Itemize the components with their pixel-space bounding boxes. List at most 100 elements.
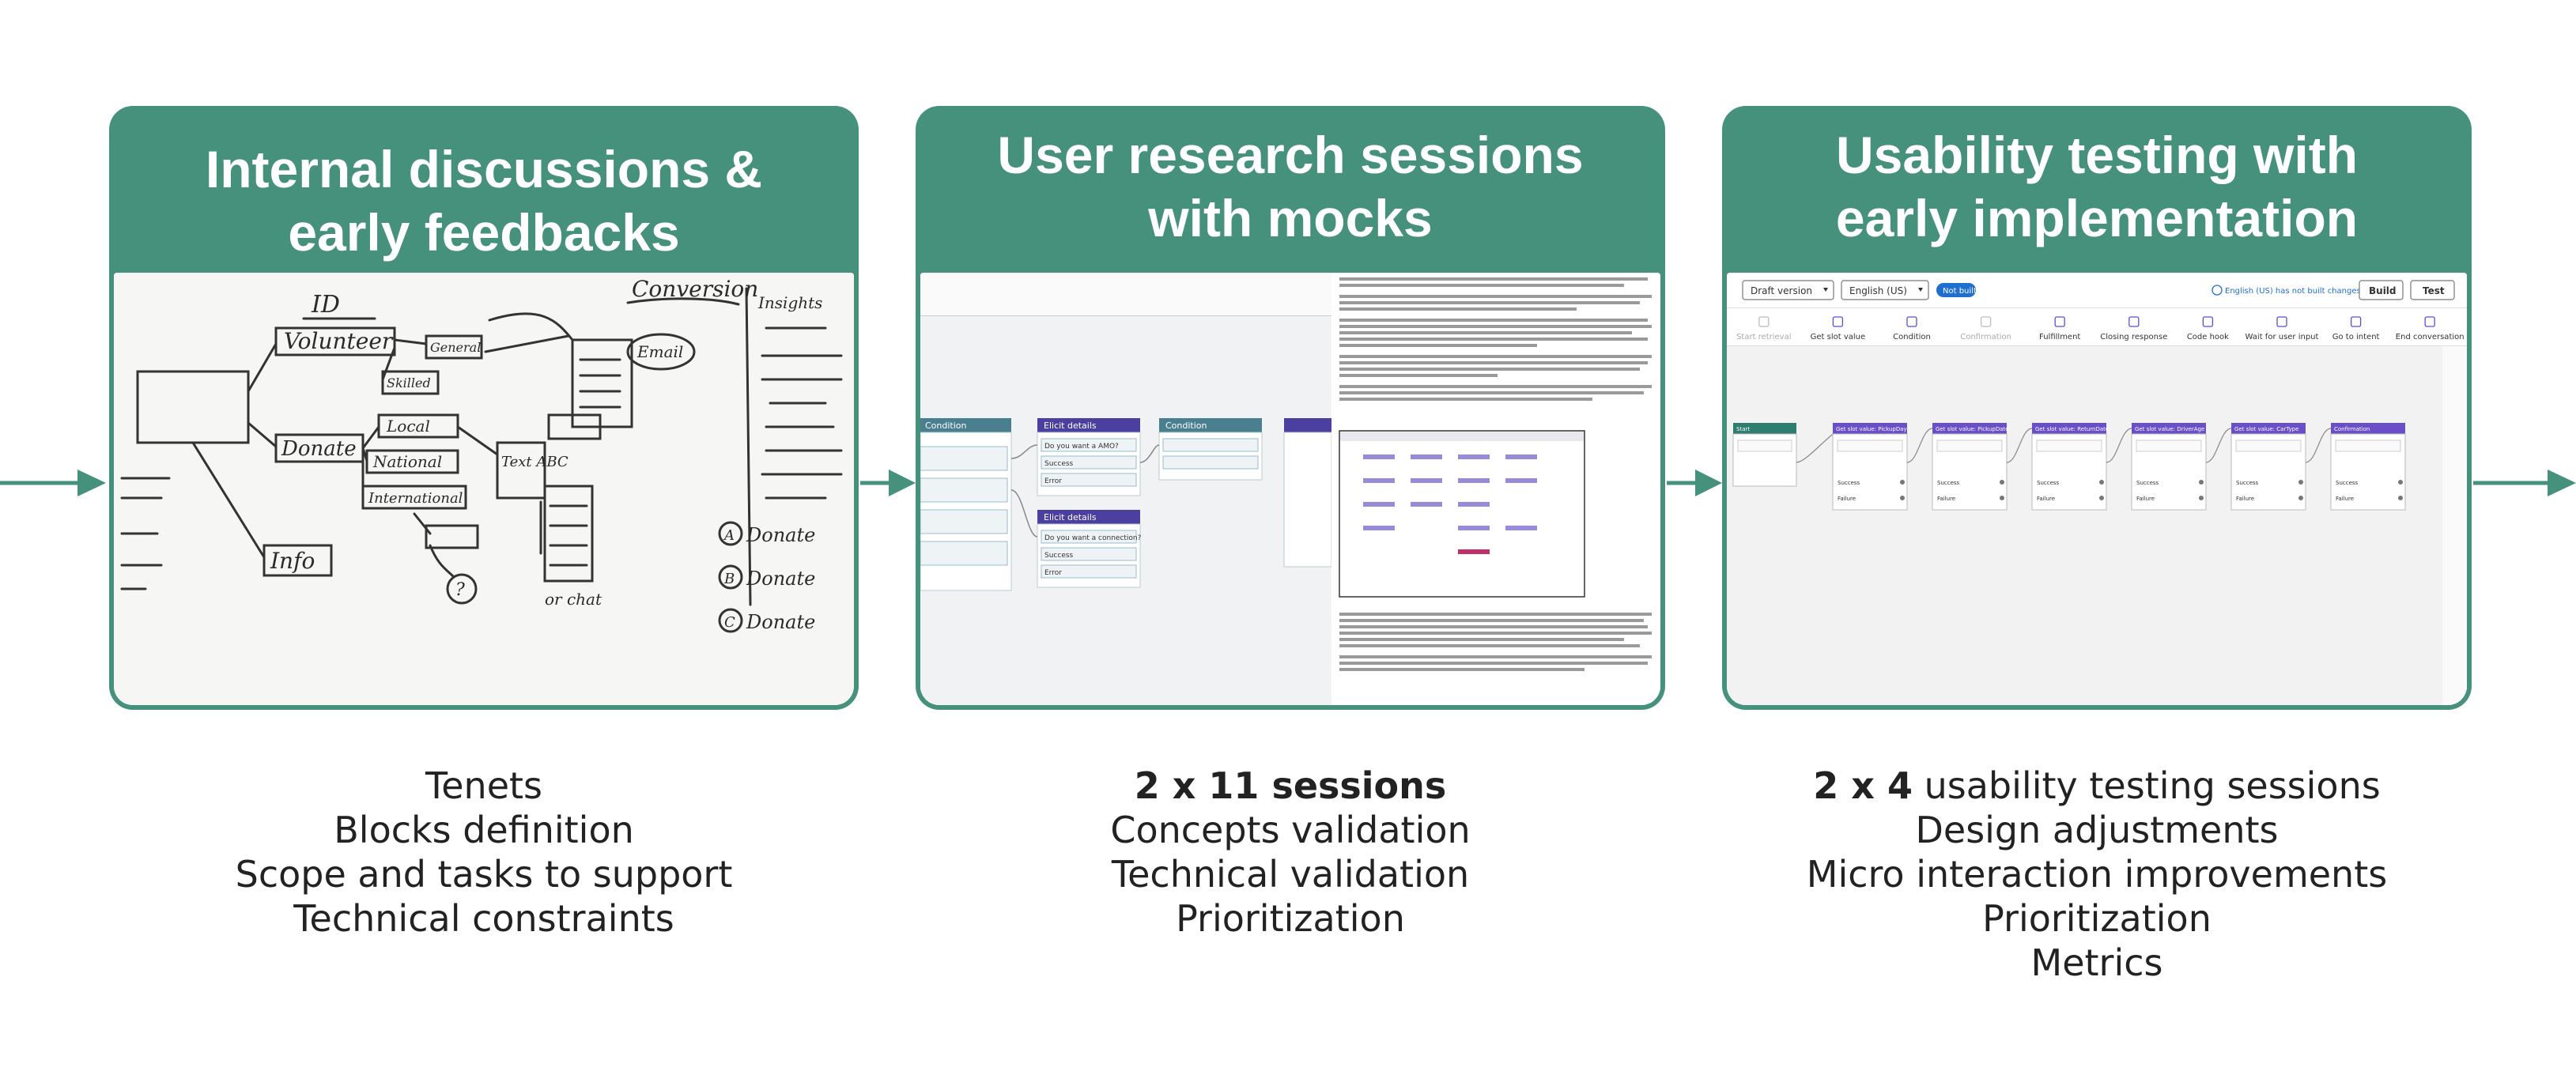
flow-node-port[interactable] — [2000, 496, 2004, 500]
outcome-item: Design adjustments — [1915, 809, 2279, 851]
toolbar-block-icon[interactable] — [2202, 316, 2214, 327]
flow-node-header[interactable] — [1733, 423, 1796, 434]
flow-node-port[interactable] — [2099, 480, 2104, 485]
mock-node-title: Elicit details — [1044, 512, 1097, 522]
flow-node-header[interactable] — [1833, 423, 1907, 434]
version-select-label: Draft version — [1751, 285, 1812, 296]
flow-node-field[interactable] — [1936, 439, 2003, 452]
toolbar-block-label[interactable]: Get slot value — [1811, 333, 1866, 341]
flow-node-row-label: Failure — [2236, 496, 2254, 502]
flow-node-field[interactable] — [2335, 439, 2401, 452]
stage-card-internal-discussions: Internal discussions & early feedbacks I… — [109, 106, 859, 710]
toolbar-block-icon[interactable] — [2276, 316, 2287, 327]
toolbar-block-icon[interactable] — [2054, 316, 2065, 327]
mock-node-title: Condition — [925, 421, 967, 431]
toolbar-block-icon[interactable] — [2350, 316, 2362, 327]
title-line: early feedbacks — [288, 203, 680, 262]
toolbar-block-icon[interactable] — [2128, 316, 2140, 327]
toolbar-block-icon[interactable] — [1758, 316, 1770, 327]
flow-node-title: Get slot value: CarType — [2234, 426, 2298, 432]
flow-node-port[interactable] — [2398, 496, 2403, 500]
test-button[interactable] — [2410, 280, 2455, 300]
toolbar-block-icon[interactable] — [1832, 316, 1844, 327]
flow-arrow-left — [0, 470, 106, 496]
wb-word: Skilled — [387, 375, 431, 390]
wb-word: Info — [270, 548, 315, 574]
flow-node-port[interactable] — [2199, 480, 2204, 485]
flow-node-port[interactable] — [2298, 496, 2303, 500]
wb-word: or chat — [545, 590, 602, 609]
stage-outcomes-usability-testing: 2 x 4 usability testing sessions Design … — [1722, 764, 2472, 985]
stage-title: User research sessions with mocks — [916, 123, 1665, 250]
build-note: English (US) has not built changes. — [2225, 287, 2363, 296]
flow-node-title: Start — [1736, 426, 1750, 432]
flow-node-header[interactable] — [2032, 423, 2106, 434]
build-button[interactable] — [2359, 280, 2404, 300]
language-select[interactable] — [1841, 280, 1929, 300]
toolbar-block-label[interactable]: Fulfillment — [2039, 333, 2080, 341]
toolbar-block-label[interactable]: Confirmation — [1960, 333, 2011, 341]
outcome-item: Tenets — [425, 764, 543, 807]
flow-node-title: Get slot value: DriverAge — [2135, 426, 2204, 432]
flow-node-port[interactable] — [2000, 480, 2004, 485]
mock-field: Error — [1044, 477, 1062, 485]
toolbar-block-label[interactable]: Start retrieval — [1736, 333, 1791, 341]
flow-arrow-2 — [1667, 470, 1722, 496]
mock-field: Do you want a connection? — [1044, 534, 1142, 542]
outcome-item: Metrics — [2030, 941, 2163, 984]
toolbar-block-label[interactable]: Wait for user input — [2246, 333, 2319, 341]
flow-node-port[interactable] — [2298, 480, 2303, 485]
title-line: Usability testing with — [1835, 126, 2359, 184]
outcome-item: Concepts validation — [1110, 809, 1471, 851]
flow-node-port[interactable] — [1900, 480, 1905, 485]
flow-node-field[interactable] — [2136, 439, 2202, 452]
block-toolbar: Start retrieval Get slot value Condition Co… — [1736, 316, 2465, 341]
chevron-down-icon — [1918, 288, 1923, 292]
flow-node-title: Get slot value: PickupDay — [1836, 426, 1907, 432]
title-line: with mocks — [1148, 189, 1433, 247]
wb-word: B — [723, 571, 735, 587]
flow-node-port[interactable] — [1900, 496, 1905, 500]
info-icon — [2212, 285, 2223, 296]
flow-node-row-label: Success — [1838, 480, 1860, 486]
flow-node-title: Get slot value: PickupDate — [1936, 426, 2009, 432]
flow-node-header[interactable] — [2132, 423, 2206, 434]
stage-outcomes-user-research: 2 x 11 sessions Concepts validation Tech… — [916, 764, 1665, 941]
status-badge — [1936, 283, 1976, 297]
outcome-item: 2 x 11 sessions — [1134, 764, 1447, 807]
wb-word: Conversion — [632, 276, 758, 302]
toolbar-block-icon[interactable] — [1906, 316, 1917, 327]
toolbar-block-label[interactable]: Code hook — [2187, 333, 2229, 341]
flow-node-field[interactable] — [2036, 439, 2102, 452]
title-line: User research sessions — [997, 126, 1584, 184]
toolbar-block-icon[interactable] — [1980, 316, 1992, 327]
mock-node-title: Elicit details — [1044, 421, 1097, 431]
build-button-label: Build — [2369, 285, 2397, 296]
wb-word: A — [723, 527, 735, 544]
flow-arrow-1 — [860, 470, 916, 496]
outcome-item: Scope and tasks to support — [235, 853, 733, 896]
flow-node-field[interactable] — [1737, 439, 1792, 452]
wb-word: Donate — [746, 524, 815, 546]
toolbar-block-label[interactable]: End conversation — [2396, 333, 2465, 341]
toolbar-block-label[interactable]: Condition — [1893, 333, 1931, 341]
toolbar-block-icon[interactable] — [2424, 316, 2435, 327]
outcome-item: Prioritization — [1176, 897, 1405, 940]
flow-node-header[interactable] — [2331, 423, 2405, 434]
flow-node-row-label: Success — [2336, 480, 2359, 486]
flow-node-header[interactable] — [2231, 423, 2306, 434]
flow-node-field[interactable] — [1837, 439, 1903, 452]
flow-node-field[interactable] — [2235, 439, 2302, 452]
flow-node-port[interactable] — [2199, 496, 2204, 500]
title-line: Internal discussions & — [205, 140, 763, 198]
wb-word: Local — [386, 417, 430, 436]
toolbar-block-label[interactable]: Go to intent — [2332, 333, 2380, 341]
flow-node-header[interactable] — [1932, 423, 2007, 434]
wb-word: Donate — [746, 611, 815, 633]
version-select[interactable] — [1742, 280, 1834, 300]
toolbar-block-label[interactable]: Closing response — [2100, 333, 2167, 341]
flow-node-port[interactable] — [2398, 480, 2403, 485]
outcome-item: Micro interaction improvements — [1806, 853, 2388, 896]
title-line: early implementation — [1835, 189, 2359, 247]
flow-node-port[interactable] — [2099, 496, 2104, 500]
